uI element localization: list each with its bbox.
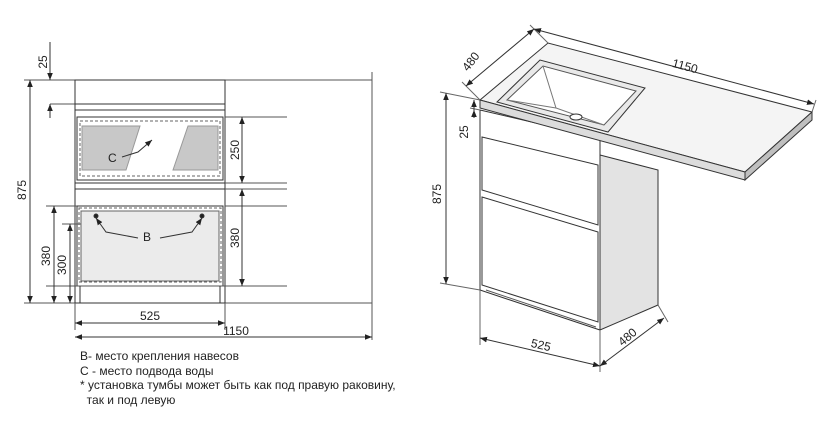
iso-countertop-side-edge [744,110,813,182]
dim-front-25: 25 [36,55,50,69]
lower-drawer-inner [80,210,220,282]
note-b: B- место крепления навесов [80,349,239,363]
dim-iso-480-bottom: 480 [615,325,640,349]
note-installation-cont: так и под левую [80,392,176,407]
front-view [24,42,373,340]
dim-iso-525: 525 [530,336,553,354]
legend-notes: B- место крепления навесов С - место под… [80,349,396,407]
leader-c [121,139,153,158]
dim-front-875: 875 [15,180,29,200]
note-installation: * установка тумбы может быть как под пра… [80,378,396,392]
leader-b-right [159,217,203,239]
hinge-point-left [93,213,99,219]
siphon-cutout-left [81,125,141,171]
isometric-view [439,24,817,372]
cabinet-side [599,154,659,331]
dim-front-380-left: 380 [39,246,53,266]
label-b: B [143,230,151,244]
dim-front-250: 250 [228,140,242,160]
dim-iso-480-top: 480 [459,49,483,74]
iso-drain [569,113,583,121]
label-c: C [108,151,117,165]
dim-iso-25: 25 [457,125,471,139]
hinge-point-right [199,213,205,219]
dim-iso-1150: 1150 [671,56,700,76]
leader-b-left [95,217,139,239]
dim-front-300: 300 [55,255,69,275]
countertop-front [74,79,226,105]
note-c: С - место подвода воды [80,363,214,378]
dim-front-525: 525 [140,309,160,323]
siphon-cutout-right [172,125,219,171]
iso-upper-drawer [481,136,599,226]
dim-front-380-right: 380 [228,228,242,248]
dim-iso-875: 875 [430,184,444,204]
iso-lower-drawer [481,196,599,323]
dim-front-1150: 1150 [223,324,249,338]
